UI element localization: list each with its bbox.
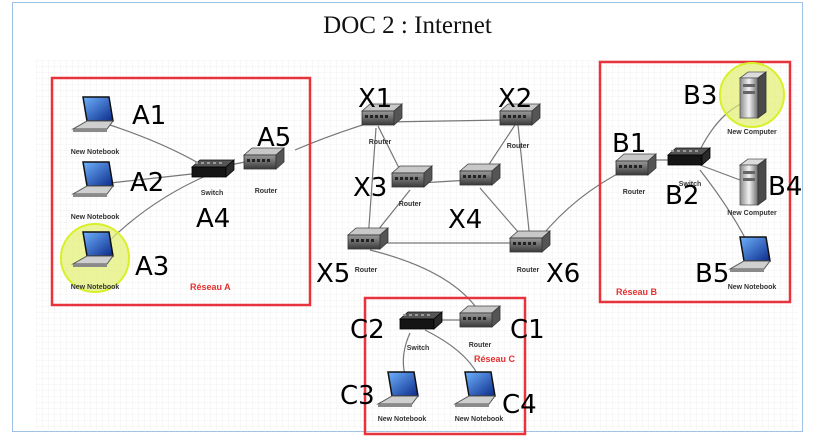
switch-icon (399, 311, 443, 330)
device-caption: New Notebook (728, 284, 777, 291)
device-caption: Switch (679, 181, 702, 188)
network-b-box (598, 60, 792, 304)
device-caption: Router (355, 267, 378, 274)
router-icon (459, 163, 501, 186)
switch-icon (667, 147, 711, 166)
label-c1: C1 (510, 315, 545, 345)
label-x5: X5 (316, 259, 350, 289)
device-caption: Router (507, 143, 530, 150)
label-b1: B1 (612, 129, 646, 159)
router-icon (509, 230, 551, 253)
label-b2: B2 (665, 181, 699, 211)
device-caption: Switch (407, 345, 430, 352)
device-caption: Router (517, 267, 540, 274)
label-b3: B3 (683, 81, 717, 111)
device-caption: New Computer (727, 129, 777, 136)
router-icon (391, 165, 433, 188)
network-boxes (50, 60, 792, 436)
label-a2: A2 (130, 168, 164, 198)
label-x3: X3 (353, 173, 387, 203)
device-caption: New Notebook (71, 149, 120, 156)
computer-icon (739, 71, 767, 119)
label-x6: X6 (546, 259, 580, 289)
page-title: DOC 2 : Internet (323, 12, 492, 39)
router-icon (347, 227, 389, 250)
device-caption: New Notebook (378, 416, 427, 423)
label-a5: A5 (257, 123, 291, 153)
node-labels: A1 A2 A3 A4 A5 X1 X2 X3 X4 X5 X6 B1 B2 B… (130, 81, 802, 420)
network-b-label: Réseau B (616, 287, 658, 297)
device-caption: New Notebook (71, 284, 120, 291)
device-caption: Router (255, 188, 278, 195)
label-c3: C3 (340, 381, 375, 411)
label-x2: X2 (498, 84, 532, 114)
device-caption: New Notebook (71, 214, 120, 221)
label-c2: C2 (350, 315, 385, 345)
router-icon (459, 305, 501, 328)
network-a-label: Réseau A (190, 282, 231, 292)
device-captions: New Notebook New Notebook New Notebook S… (71, 129, 777, 423)
device-caption: Router (623, 189, 646, 196)
label-a1: A1 (132, 101, 166, 131)
network-c-box (363, 296, 527, 436)
network-names: Réseau A Réseau B Réseau C (190, 282, 658, 364)
device-caption: New Notebook (455, 416, 504, 423)
label-x1: X1 (358, 84, 392, 114)
label-c4: C4 (502, 390, 537, 420)
label-a4: A4 (196, 204, 230, 234)
device-caption: Switch (201, 190, 224, 197)
device-caption: Router (469, 342, 492, 349)
label-b5: B5 (695, 259, 729, 289)
label-a3: A3 (135, 252, 169, 282)
network-c-label: Réseau C (474, 354, 516, 364)
computer-icon (739, 158, 767, 206)
label-b4: B4 (768, 172, 802, 202)
device-caption: Router (399, 201, 422, 208)
device-caption: Router (369, 139, 392, 146)
network-a-box (50, 76, 312, 307)
device-caption: New Computer (727, 210, 777, 217)
label-x4: X4 (448, 205, 482, 235)
switch-icon (191, 159, 235, 178)
